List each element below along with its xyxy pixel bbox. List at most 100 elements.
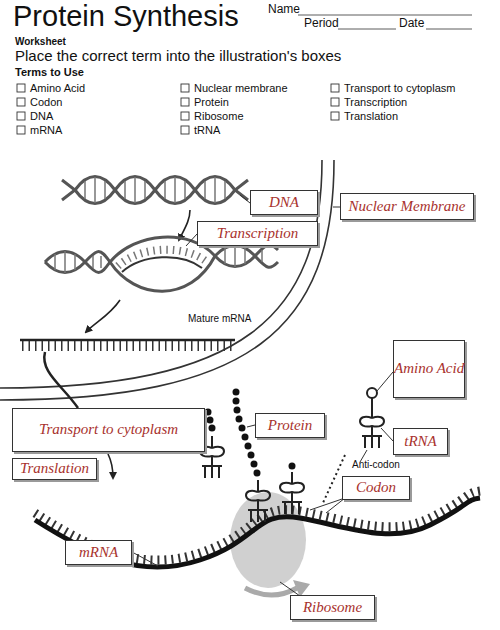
dna-strand — [215, 246, 278, 268]
answer-box: DNA — [250, 190, 318, 215]
leader-line — [310, 498, 345, 513]
rna-bases — [22, 341, 233, 351]
term-item: Ribosome — [194, 110, 244, 122]
answer-text: Translation — [20, 461, 89, 477]
rna-strand — [122, 257, 202, 272]
dna-strand — [62, 177, 248, 204]
leader-line — [333, 207, 340, 208]
answer-box: Nuclear Membrane — [340, 193, 474, 220]
dna-strand — [45, 252, 110, 273]
term-item: mRNA — [30, 124, 62, 136]
base-pairs — [85, 177, 225, 203]
leader-line — [381, 428, 393, 441]
leader-lines — [132, 195, 393, 596]
answer-box: Translation — [12, 458, 97, 480]
field-label: Date — [399, 17, 424, 30]
checkbox — [17, 112, 25, 120]
leader-line — [247, 425, 255, 427]
amino-dot — [233, 389, 240, 396]
answer-text: mRNA — [79, 545, 118, 561]
term-item: DNA — [30, 110, 53, 122]
answer-text: Transcription — [217, 226, 299, 242]
amino-dot — [254, 470, 261, 477]
leader-line — [240, 195, 250, 203]
part-label: Mature mRNA — [188, 313, 251, 324]
leader-line — [280, 582, 300, 596]
mrna-strand — [20, 339, 235, 342]
field-label: Period — [304, 17, 339, 30]
amino-dot — [233, 398, 240, 405]
checkbox — [331, 98, 339, 106]
term-item: Amino Acid — [30, 82, 85, 94]
dna-strand — [215, 245, 278, 267]
part-label: Anti-codon — [352, 459, 400, 470]
answer-text: Ribosome — [303, 600, 362, 616]
process-arrow — [86, 300, 120, 332]
checkbox — [331, 112, 339, 120]
answer-text: DNA — [269, 195, 299, 211]
answer-box: Amino Acid — [393, 340, 465, 398]
checkbox — [331, 84, 339, 92]
leader-line — [186, 234, 197, 246]
answer-text: tRNA — [404, 434, 437, 450]
checkbox — [181, 126, 189, 134]
amino-dot — [234, 407, 241, 414]
term-item: Transcription — [344, 96, 407, 108]
base-pairs — [225, 245, 262, 267]
answer-box: Protein — [255, 413, 325, 438]
answer-box: mRNA — [65, 540, 132, 565]
trna-stem — [371, 398, 373, 406]
amino-dot — [209, 425, 216, 432]
amino-dot — [245, 443, 252, 450]
checkbox — [181, 98, 189, 106]
amino-dot — [251, 461, 258, 468]
trna-symbol — [280, 472, 304, 514]
leader-line — [377, 372, 393, 391]
term-item: Codon — [30, 96, 62, 108]
process-arrow — [179, 210, 190, 240]
answer-box: Ribosome — [290, 595, 375, 620]
amino-dot — [239, 425, 246, 432]
checkbox — [181, 112, 189, 120]
trna-symbol — [360, 406, 384, 448]
base-pairs — [55, 251, 101, 273]
instruction-text: Place the correct term into the illustra… — [15, 48, 341, 65]
answer-box: Transport to cytoplasm — [12, 408, 205, 452]
answer-box: tRNA — [393, 428, 448, 455]
amino-dot — [207, 417, 214, 424]
amino-dot — [248, 452, 255, 459]
dna-strand — [62, 177, 248, 204]
term-item: Nuclear membrane — [194, 82, 288, 94]
answer-text: Codon — [356, 480, 396, 496]
amino-dot — [242, 434, 249, 441]
answer-text: Amino Acid — [394, 361, 464, 377]
amino-dot — [205, 409, 212, 416]
term-item: Transport to cytoplasm — [344, 82, 455, 94]
field-label: Name — [268, 3, 300, 16]
checkbox — [17, 126, 25, 134]
membrane-line — [0, 160, 334, 400]
amino-acid-symbol — [367, 388, 377, 398]
amino-dot — [236, 416, 243, 423]
term-item: tRNA — [194, 124, 220, 136]
dna-strand — [45, 252, 110, 273]
mrna-strand — [44, 352, 78, 408]
term-item: Translation — [344, 110, 398, 122]
leader-line — [132, 552, 158, 566]
answer-box: Codon — [342, 476, 410, 500]
section-heading: Terms to Use — [15, 66, 84, 78]
dna-strand — [110, 256, 215, 291]
answer-text: Protein — [268, 418, 312, 434]
checkbox — [17, 98, 25, 106]
amino-dot — [289, 463, 296, 470]
answer-text: Transport to cytoplasm — [39, 422, 178, 438]
answer-box: Transcription — [197, 221, 318, 246]
membrane-line — [0, 160, 322, 388]
term-item: Protein — [194, 96, 229, 108]
process-arrow — [108, 454, 113, 478]
checkbox — [181, 84, 189, 92]
trna-symbol — [246, 480, 270, 522]
checkbox — [17, 84, 25, 92]
answer-text: Nuclear Membrane — [348, 199, 465, 215]
